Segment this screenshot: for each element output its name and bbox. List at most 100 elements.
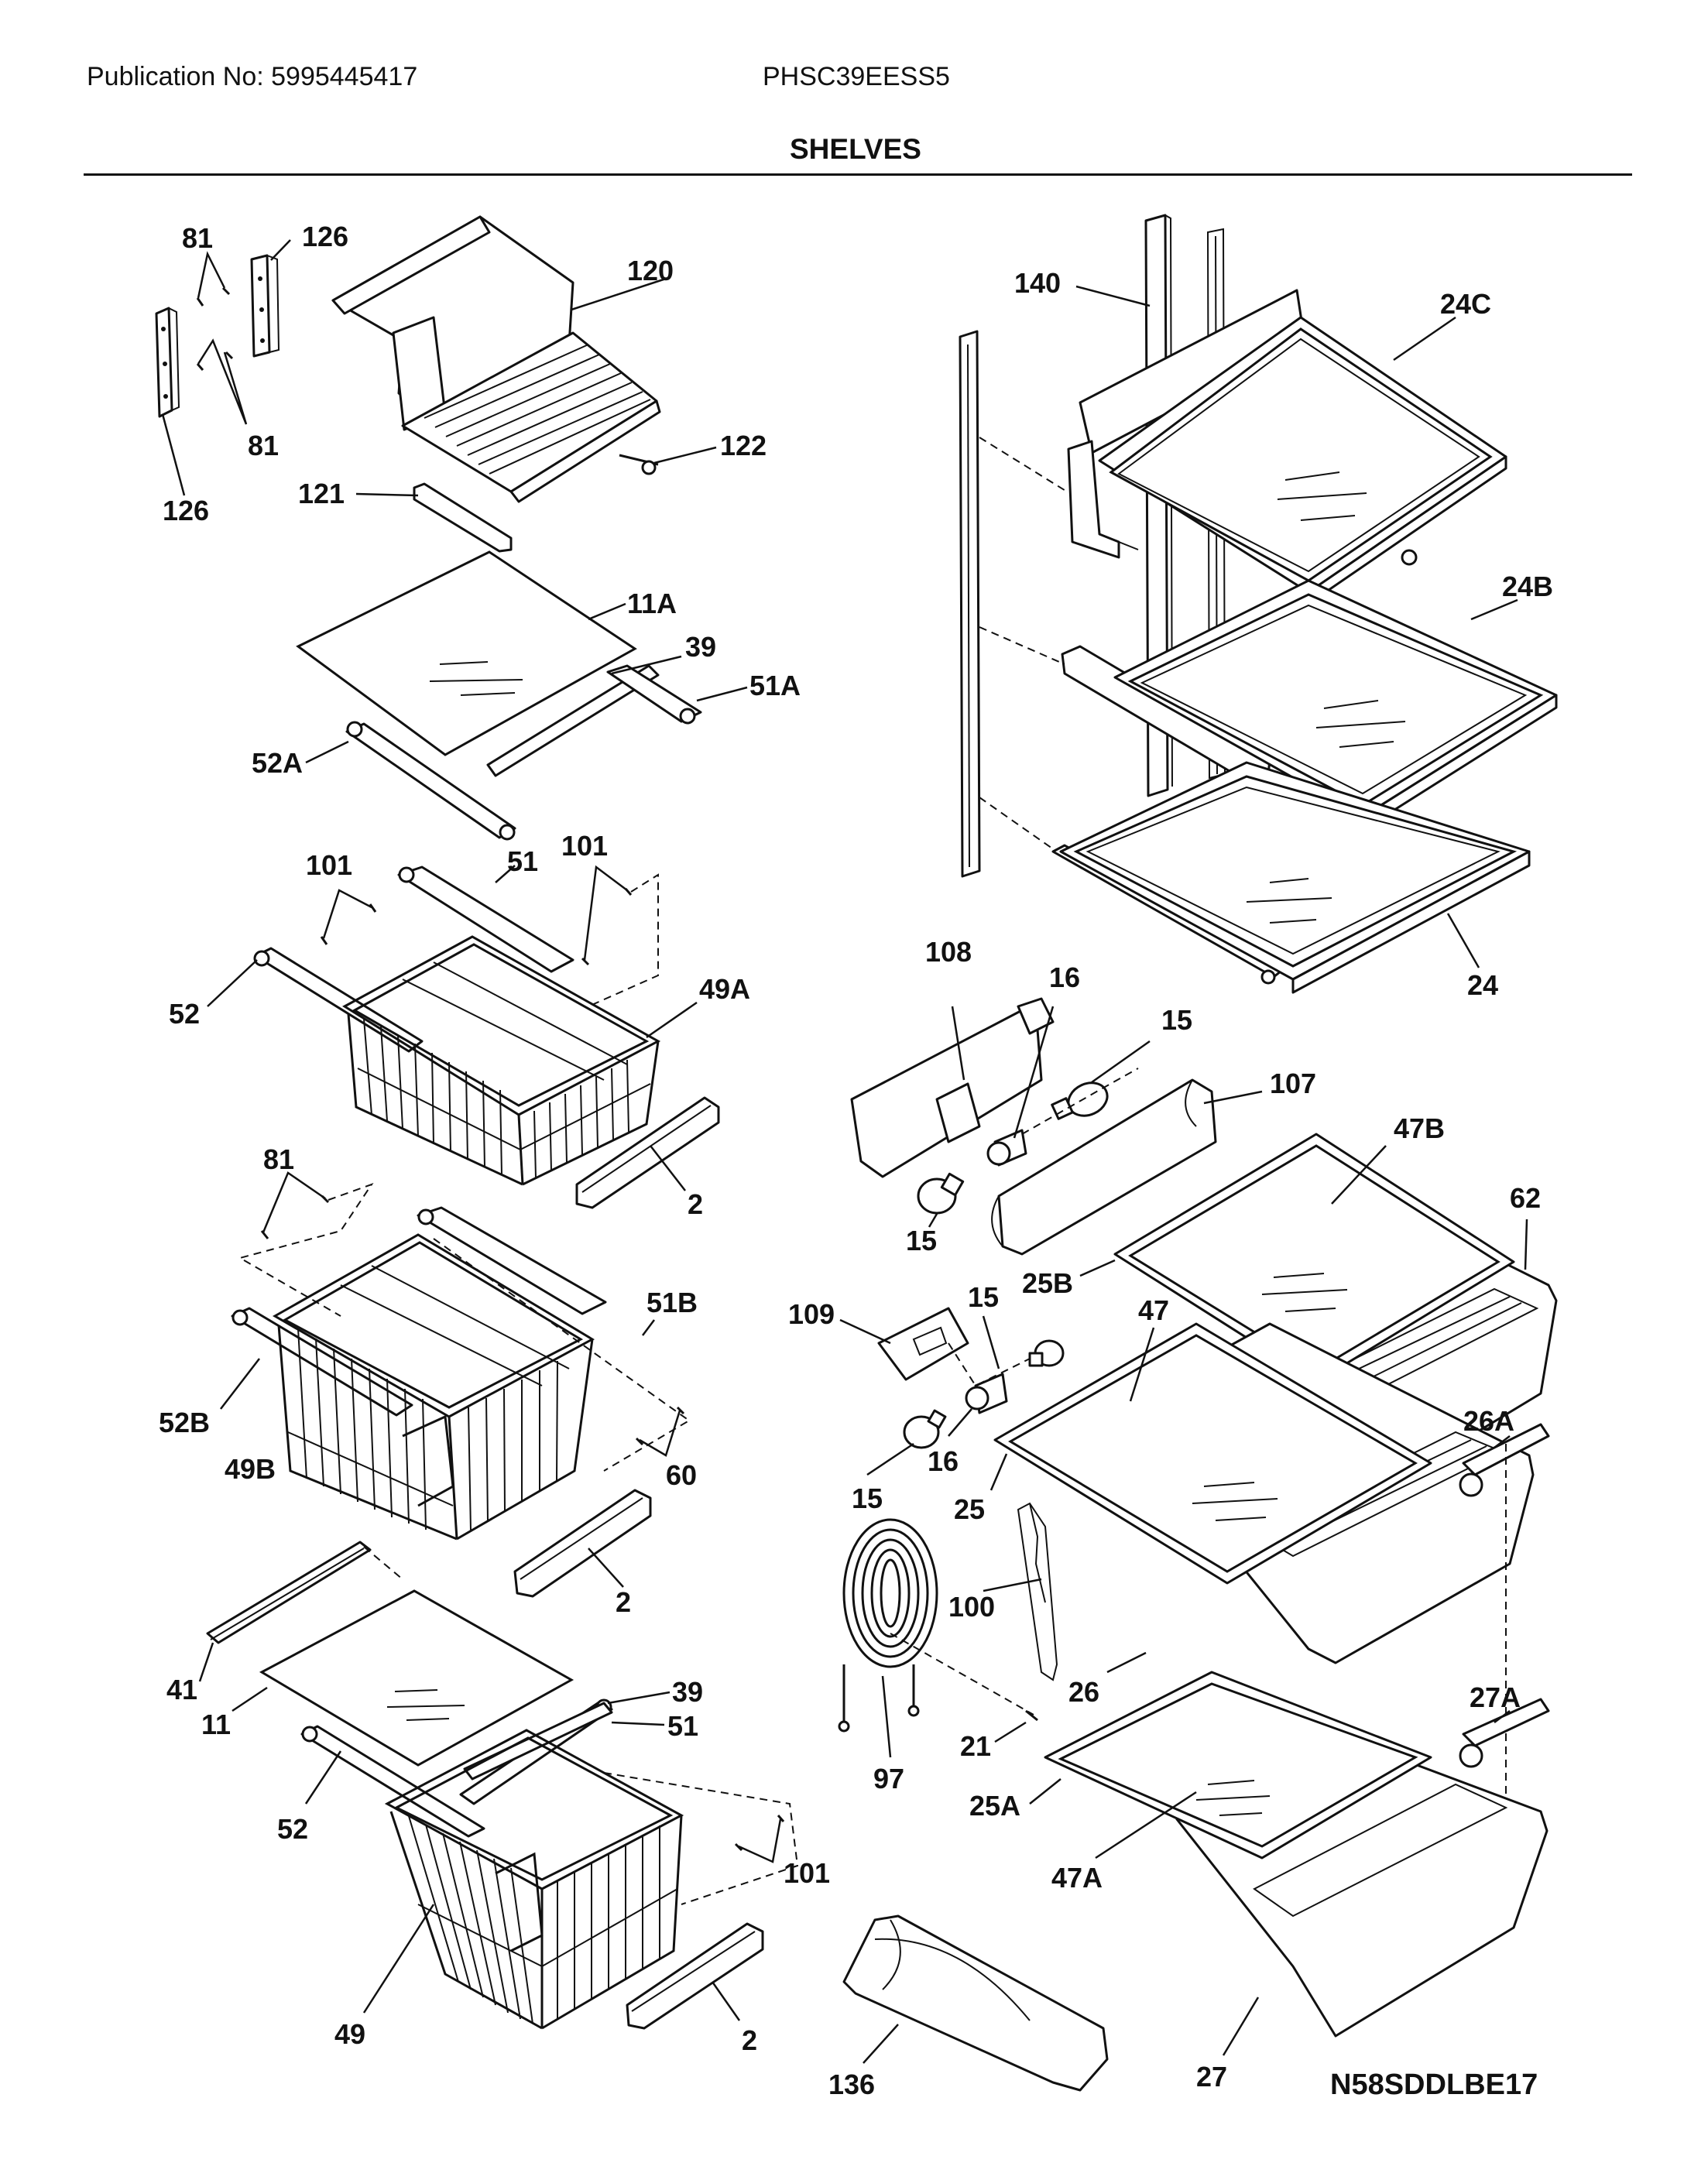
part-15-bulb-upper-right — [1051, 1081, 1109, 1120]
callout-121: 121 — [298, 478, 345, 509]
callout-120: 120 — [627, 255, 674, 286]
callout-26: 26 — [1068, 1676, 1099, 1708]
leader-26a — [1494, 1435, 1511, 1448]
callout-47: 47 — [1138, 1294, 1169, 1326]
part-15-bulb-lower-right — [1028, 1339, 1065, 1367]
callout-49b: 49B — [225, 1453, 276, 1485]
callout-24: 24 — [1467, 969, 1498, 1001]
callout-25: 25 — [954, 1493, 985, 1525]
callout-81: 81 — [248, 430, 279, 461]
leader-81c — [262, 1171, 326, 1233]
part-120-cover — [331, 215, 661, 503]
callout-15: 15 — [968, 1281, 999, 1313]
publication-number: Publication No: 5995445417 — [87, 62, 418, 91]
part-25a-cover — [1044, 1671, 1432, 1860]
part-122-roller — [619, 454, 659, 475]
callout-2: 2 — [742, 2024, 757, 2056]
leader-25 — [989, 1453, 1008, 1491]
callout-47a: 47A — [1051, 1862, 1103, 1894]
leader-16b — [948, 1408, 972, 1437]
part-52-slide-lower — [300, 1725, 485, 1838]
callout-25a: 25A — [969, 1790, 1020, 1822]
part-52a-slide — [345, 721, 516, 841]
leader-15c — [982, 1315, 1000, 1369]
part-49b-basket — [272, 1233, 595, 1541]
part-2-trim-middle — [513, 1489, 652, 1598]
callout-101: 101 — [561, 830, 608, 862]
leader-39a — [611, 655, 682, 675]
dash-41 — [363, 1546, 403, 1580]
model-number: PHSC39EESS5 — [763, 62, 950, 91]
leader-2a — [650, 1145, 686, 1191]
leader-25b — [1079, 1259, 1116, 1277]
callout-81: 81 — [263, 1143, 294, 1175]
part-16-socket-lower — [965, 1373, 1008, 1414]
part-24-shelf — [1051, 761, 1531, 994]
leader-101c — [738, 1818, 782, 1863]
leader-49 — [362, 1904, 435, 2014]
leader-15d — [866, 1442, 914, 1476]
part-100-cover — [1017, 1502, 1058, 1681]
callout-101: 101 — [306, 849, 352, 881]
leader-97 — [881, 1675, 892, 1758]
callout-51: 51 — [667, 1710, 698, 1742]
callout-126: 126 — [302, 221, 348, 252]
part-2-trim-lower — [626, 1922, 764, 2030]
callout-52b: 52B — [159, 1407, 210, 1438]
bracket-126-lower — [155, 307, 180, 418]
part-11a-glass-shelf — [296, 550, 637, 756]
callout-101: 101 — [784, 1857, 830, 1889]
part-11-glass-shelf — [259, 1589, 574, 1767]
dash-24 — [979, 797, 1055, 851]
callout-107: 107 — [1270, 1068, 1316, 1099]
callout-60: 60 — [666, 1459, 697, 1491]
leader-27 — [1222, 1997, 1260, 2056]
leader-2b — [588, 1548, 624, 1588]
leader-25a — [1029, 1778, 1061, 1805]
leader-51b — [642, 1319, 655, 1336]
leader-52b — [220, 1358, 260, 1410]
callout-140: 140 — [1014, 267, 1061, 299]
leader-52c — [304, 1750, 342, 1805]
callout-49a: 49A — [699, 973, 750, 1005]
callout-51: 51 — [507, 845, 538, 877]
callout-52a: 52A — [252, 747, 303, 779]
leader-51c — [611, 1721, 665, 1726]
callout-81: 81 — [182, 222, 213, 254]
dash-16-15 — [1021, 1068, 1139, 1135]
part-39-trim — [486, 664, 660, 777]
leader-81b — [197, 338, 248, 425]
leader-109 — [839, 1318, 891, 1345]
leader-24b — [1470, 598, 1518, 621]
callout-108: 108 — [925, 936, 972, 968]
callout-26a: 26A — [1463, 1405, 1514, 1437]
header-divider — [84, 173, 1632, 176]
part-39-trim-lower — [463, 1702, 613, 1781]
callout-15: 15 — [1161, 1004, 1192, 1036]
leader-41 — [198, 1642, 214, 1682]
leader-107 — [1203, 1090, 1263, 1105]
dash-24c — [979, 437, 1068, 492]
part-136-divider — [842, 1914, 1109, 2092]
callout-27: 27 — [1196, 2061, 1227, 2093]
callout-39: 39 — [672, 1676, 703, 1708]
leader-60 — [639, 1410, 681, 1457]
part-25-cover — [993, 1322, 1432, 1585]
callout-16: 16 — [928, 1445, 959, 1477]
diagram-code: N58SDDLBE17 — [1330, 2069, 1538, 2101]
callout-11a: 11A — [627, 588, 677, 619]
part-51b-slide — [417, 1206, 607, 1315]
part-27a-bracket — [1459, 1698, 1550, 1768]
leader-120 — [571, 277, 667, 311]
callout-52: 52 — [169, 998, 200, 1030]
leader-15a — [1091, 1040, 1151, 1084]
leader-47 — [1129, 1327, 1155, 1402]
callout-51b: 51B — [647, 1287, 698, 1318]
part-49-basket — [384, 1729, 684, 2030]
callout-136: 136 — [828, 2069, 875, 2100]
part-15-bulb-upper-left — [917, 1172, 965, 1215]
leader-126a — [270, 239, 291, 261]
part-51a-slide — [606, 664, 702, 725]
leader-51 — [495, 865, 516, 883]
callout-122: 122 — [720, 430, 767, 461]
